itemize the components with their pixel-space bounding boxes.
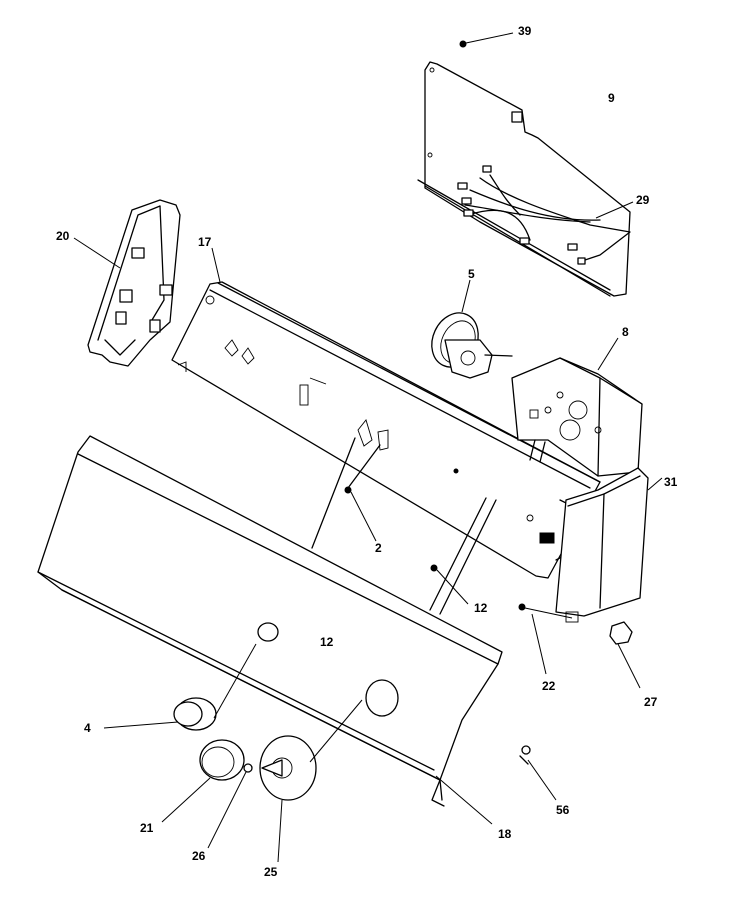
part-9-rear-cover-panel [417,61,631,297]
part-22-screw [518,603,573,675]
callout-12-upper: 12 [474,601,488,615]
part-18-console-panel [37,435,503,825]
callout-21: 21 [140,821,154,835]
callout-25: 25 [264,865,278,879]
callout-27: 27 [644,695,658,709]
part-20-left-end-cap [73,199,181,367]
callout-20: 20 [56,229,70,243]
callout-9: 9 [608,91,615,105]
part-8-timer [511,337,643,477]
part-29-wire-harness [457,165,634,265]
callout-39: 39 [518,24,532,38]
callout-2: 2 [375,541,382,555]
callout-5: 5 [468,267,475,281]
part-2-clip [311,419,389,549]
callout-56: 56 [556,803,570,817]
part-21-knob [161,739,245,823]
part-27-clip [609,621,641,689]
callout-22: 22 [542,679,556,693]
part-56-screw [519,745,557,801]
callout-8: 8 [622,325,629,339]
callout-17: 17 [198,235,212,249]
callout-4: 4 [84,721,91,735]
part-39-screw [459,32,514,48]
part-26-washer [207,763,253,849]
part-5-motor-assembly [431,279,513,379]
part-25-dial-disc [259,699,363,863]
callout-29: 29 [636,193,650,207]
callout-12-lower: 12 [320,635,334,649]
part-12-screw-upper [429,497,497,615]
part-4-knob [103,643,257,731]
callout-26: 26 [192,849,206,863]
callout-18: 18 [498,827,512,841]
callout-31: 31 [664,475,678,489]
part-31-right-end-cap [555,467,663,623]
